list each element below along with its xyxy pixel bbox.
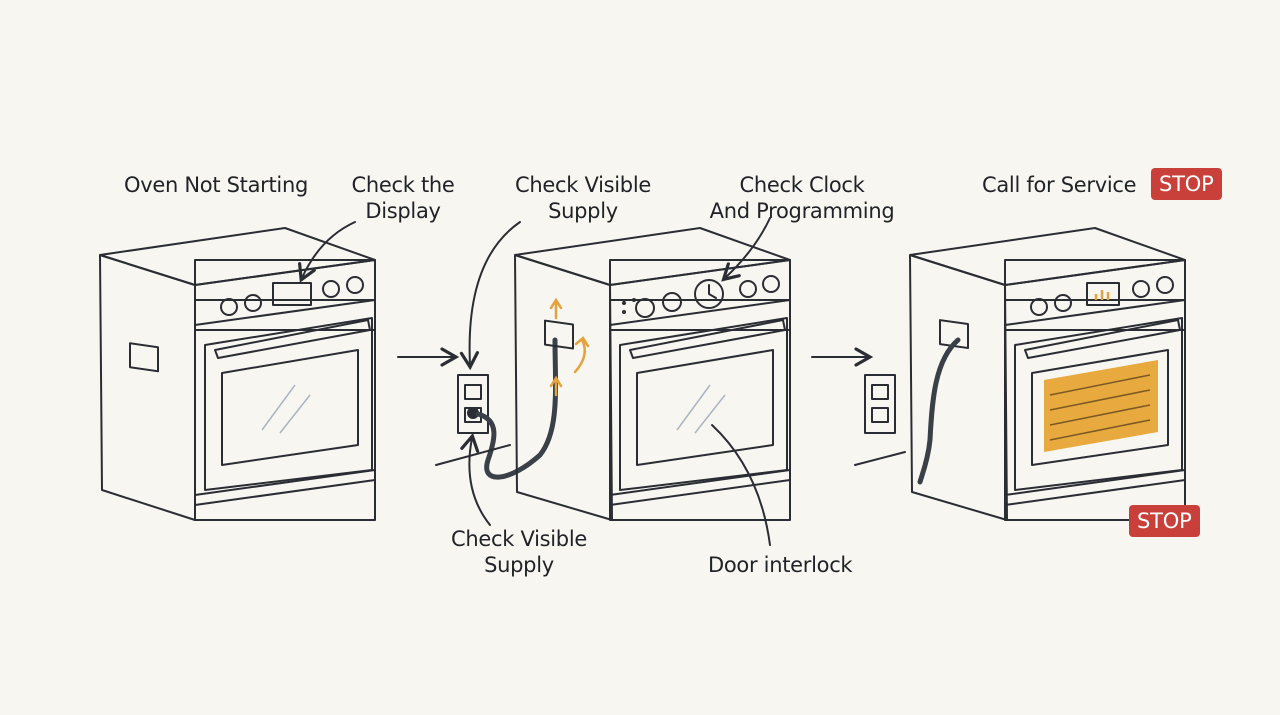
label-check-clock-line1: Check Clock	[739, 173, 865, 197]
supply-pointer-top	[459, 221, 521, 371]
oven-2-clock	[694, 279, 724, 309]
label-check-clock-line2: And Programming	[709, 199, 895, 223]
label-call-for-service: Call for Service	[982, 173, 1137, 197]
supply-pointer-bottom	[460, 432, 491, 526]
label-oven-not-starting: Oven Not Starting	[124, 173, 309, 197]
label-check-display-line1: Check the	[351, 173, 455, 197]
display-pointer	[298, 221, 356, 283]
label-supply-bottom-line2: Supply	[484, 553, 554, 577]
stop-badge-top: STOP	[1151, 168, 1222, 200]
power-cord-1	[475, 337, 559, 480]
label-supply-top-line2: Supply	[548, 199, 618, 223]
clock-pointer	[721, 217, 771, 282]
label-check-visible-supply-bottom: Check Visible Supply	[442, 526, 596, 578]
oven-1-display	[272, 282, 312, 306]
label-check-display: Check the Display	[345, 172, 461, 224]
oven-1	[99, 227, 376, 521]
label-check-visible-supply-top: Check Visible Supply	[508, 172, 658, 224]
label-check-clock: Check Clock And Programming	[708, 172, 896, 224]
label-supply-bottom-line1: Check Visible	[451, 527, 587, 551]
oven-3	[909, 227, 1186, 521]
outlet-2	[864, 374, 896, 434]
outlet-1	[457, 374, 489, 434]
stop-badge-bottom: STOP	[1129, 505, 1200, 537]
oven-2	[514, 227, 791, 521]
label-supply-top-line1: Check Visible	[515, 173, 651, 197]
label-door-interlock: Door interlock	[708, 553, 853, 577]
label-check-display-line2: Display	[365, 199, 441, 223]
power-cord-2	[917, 337, 961, 485]
door-interlock-pointer	[711, 424, 771, 546]
